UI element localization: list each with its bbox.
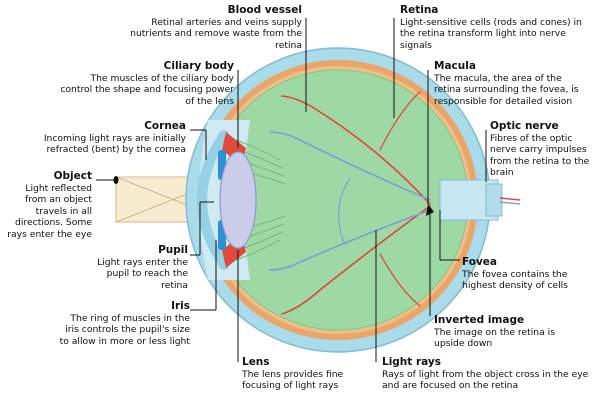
label-description: The muscles of the ciliary body control …: [60, 73, 234, 107]
label-title: Blood vessel: [227, 4, 302, 16]
object-mark: [113, 176, 119, 184]
label-optic-nerve: Optic nerve Fibres of the optic nerve ca…: [490, 120, 598, 179]
cornea-shape: [197, 130, 229, 270]
label-macula: Macula The macula, the area of the retin…: [434, 60, 590, 107]
label-description: The fovea contains the highest density o…: [462, 269, 568, 292]
blood-vessels: [269, 91, 431, 315]
artery: [281, 95, 431, 205]
lens-shape: [219, 151, 257, 249]
label-description: The ring of muscles in the iris controls…: [59, 313, 190, 347]
optic-nerve-core: [485, 183, 503, 217]
label-description: The image on the retina is upside down: [434, 327, 556, 350]
label-description: The lens provides fine focusing of light…: [242, 369, 344, 392]
label-title: Inverted image: [434, 314, 525, 326]
label-title: Object: [53, 170, 92, 182]
label-description: Rays of light from the object cross in t…: [382, 369, 589, 392]
label-description: Incoming light rays are initially refrac…: [43, 133, 186, 156]
label-title: Lens: [242, 356, 270, 368]
label-description: Light rays enter the pupil to reach the …: [97, 257, 188, 291]
label-title: Retina: [400, 4, 439, 16]
label-object: Object Light reflected from an object tr…: [2, 170, 92, 240]
label-title: Pupil: [158, 244, 188, 256]
artery: [379, 91, 421, 151]
label-title: Macula: [434, 60, 476, 72]
label-description: Light-sensitive cells (rods and cones) i…: [400, 17, 582, 51]
label-description: Light reflected from an object travels i…: [7, 183, 92, 240]
label-pupil: Pupil Light rays enter the pupil to reac…: [92, 244, 188, 291]
label-light-rays: Light rays Rays of light from the object…: [382, 356, 596, 392]
label-inverted-image: Inverted image The image on the retina i…: [434, 314, 574, 350]
vein: [338, 177, 351, 246]
label-blood-vessel: Blood vessel Retinal arteries and veins …: [122, 4, 302, 51]
vein: [269, 131, 431, 201]
label-title: Iris: [171, 300, 190, 312]
label-retina: Retina Light-sensitive cells (rods and c…: [400, 4, 590, 51]
label-description: Fibres of the optic nerve carry impulses…: [490, 133, 590, 179]
label-lens: Lens The lens provides fine focusing of …: [242, 356, 358, 392]
optic-nerve-vein: [499, 201, 521, 205]
optic-nerve-artery: [499, 197, 521, 201]
artery: [379, 253, 421, 307]
label-description: Retinal arteries and veins supply nutrie…: [130, 17, 302, 51]
eyeball: [185, 47, 491, 353]
vein: [269, 209, 431, 271]
label-ciliary-body: Ciliary body The muscles of the ciliary …: [60, 60, 234, 107]
label-title: Optic nerve: [490, 120, 559, 132]
label-cornea: Cornea Incoming light rays are initially…: [36, 120, 186, 156]
artery: [281, 205, 431, 315]
label-description: The macula, the area of the retina surro…: [434, 73, 579, 107]
label-fovea: Fovea The fovea contains the highest den…: [462, 256, 592, 292]
label-title: Cornea: [144, 120, 186, 132]
label-iris: Iris The ring of muscles in the iris con…: [56, 300, 190, 347]
optic-nerve: [439, 179, 521, 221]
label-title: Fovea: [462, 256, 498, 268]
leader-lines: [96, 18, 487, 362]
label-title: Ciliary body: [163, 60, 234, 72]
label-title: Light rays: [382, 356, 441, 368]
inverted-image-mark: [426, 204, 434, 216]
